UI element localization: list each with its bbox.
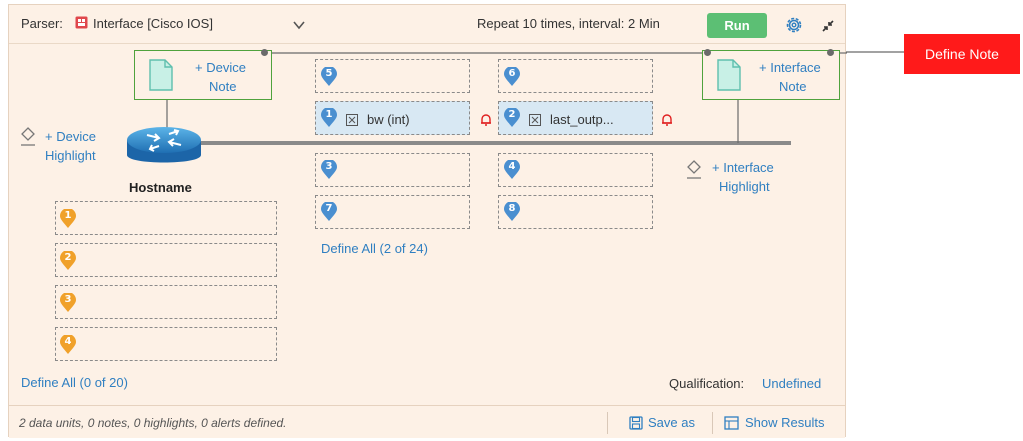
callout-connector-line [846,51,904,53]
connector-dot [261,49,268,56]
chevron-down-icon[interactable] [292,18,306,30]
interface-highlight-label-line2[interactable]: Highlight [719,179,770,194]
pin-blue-icon: 6 [503,66,521,86]
slot-number: 3 [325,161,333,172]
hostname-label[interactable]: Hostname [129,180,192,195]
connector-dot [827,49,834,56]
repeat-settings-text[interactable]: Repeat 10 times, interval: 2 Min [477,16,660,31]
pin-orange-icon: 2 [59,250,77,270]
document-icon [149,59,173,91]
slot-number: 4 [508,161,516,172]
slot-number: 4 [64,336,72,347]
parser-type-icon [75,16,88,29]
slot-number: 8 [508,203,516,214]
save-icon[interactable] [629,416,643,430]
pin-blue-icon: 2 [503,107,521,127]
slot-variable-name: bw (int) [367,112,410,127]
device-highlight-label-line2[interactable]: Highlight [45,148,96,163]
slot-number: 5 [325,68,333,79]
summary-status-text: 2 data units, 0 notes, 0 highlights, 0 a… [19,416,287,430]
interface-data-slot-bw[interactable]: 1 bw (int) [315,101,470,135]
alert-bell-icon[interactable] [480,113,492,126]
pin-blue-icon: 8 [503,201,521,221]
highlight-brush-icon[interactable] [685,159,703,181]
slot-number: 1 [325,109,333,120]
highlight-brush-icon[interactable] [19,126,37,148]
variable-icon [529,114,541,126]
footer-bar: 2 data units, 0 notes, 0 highlights, 0 a… [9,405,845,438]
slot-number: 7 [325,203,333,214]
pin-orange-icon: 1 [59,208,77,228]
pin-blue-icon: 3 [320,159,338,179]
toolbar-divider [9,43,845,44]
pin-blue-icon: 5 [320,66,338,86]
router-icon[interactable] [125,123,203,173]
interface-define-all-link[interactable]: Define All (2 of 24) [321,241,428,256]
interface-note-label-line2[interactable]: Note [779,79,807,94]
device-data-slot[interactable]: 1 [55,201,277,235]
device-highlight-label-line1[interactable]: + Device [45,129,96,144]
footer-divider [607,412,608,434]
slot-number: 2 [508,109,516,120]
collapse-icon[interactable] [820,18,836,34]
interface-data-slot[interactable]: 5 [315,59,470,93]
parser-label: Parser: [21,16,63,31]
run-button[interactable]: Run [707,13,767,38]
parser-select-value[interactable]: Interface [Cisco IOS] [93,16,213,31]
interface-note-label-line1[interactable]: + Interface [759,60,821,75]
slot-number: 6 [508,68,516,79]
interface-data-slot[interactable]: 4 [498,153,653,187]
device-data-slot[interactable]: 4 [55,327,277,361]
footer-divider [712,412,713,434]
pin-orange-icon: 4 [59,334,77,354]
pin-orange-icon: 3 [59,292,77,312]
slot-number: 1 [64,210,72,221]
save-as-button[interactable]: Save as [648,415,695,430]
interface-data-slot[interactable]: 8 [498,195,653,229]
interface-data-slot[interactable]: 3 [315,153,470,187]
pin-blue-icon: 1 [320,107,338,127]
interface-note-box[interactable]: + Interface Note [702,50,840,100]
connector-dot [704,49,711,56]
device-note-label-line1[interactable]: + Device [195,60,246,75]
slot-number: 3 [64,294,72,305]
device-data-slot[interactable]: 3 [55,285,277,319]
qualification-label: Qualification: [669,376,745,391]
device-define-all-link[interactable]: Define All (0 of 20) [21,375,128,390]
device-note-box[interactable]: + Device Note [134,50,272,100]
pin-blue-icon: 7 [320,201,338,221]
define-note-callout: Define Note [904,34,1020,74]
interface-data-slot[interactable]: 7 [315,195,470,229]
document-icon [717,59,741,91]
gear-icon[interactable] [784,15,804,35]
qualification-value-link[interactable]: Undefined [762,376,822,391]
table-icon[interactable] [724,416,739,430]
slot-number: 2 [64,252,72,263]
device-note-label-line2[interactable]: Note [209,79,237,94]
variable-icon [346,114,358,126]
toolbar: Parser: Interface [Cisco IOS] Repeat 10 … [9,5,845,43]
interface-data-slot-last-output[interactable]: 2 last_outp... [498,101,653,135]
interface-data-slot[interactable]: 6 [498,59,653,93]
alert-bell-icon[interactable] [661,113,673,126]
data-view-template-panel: Parser: Interface [Cisco IOS] Repeat 10 … [8,4,847,438]
device-data-slot[interactable]: 2 [55,243,277,277]
interface-highlight-label-line1[interactable]: + Interface [712,160,774,175]
show-results-button[interactable]: Show Results [745,415,825,430]
slot-variable-name: last_outp... [550,112,614,127]
pin-blue-icon: 4 [503,159,521,179]
